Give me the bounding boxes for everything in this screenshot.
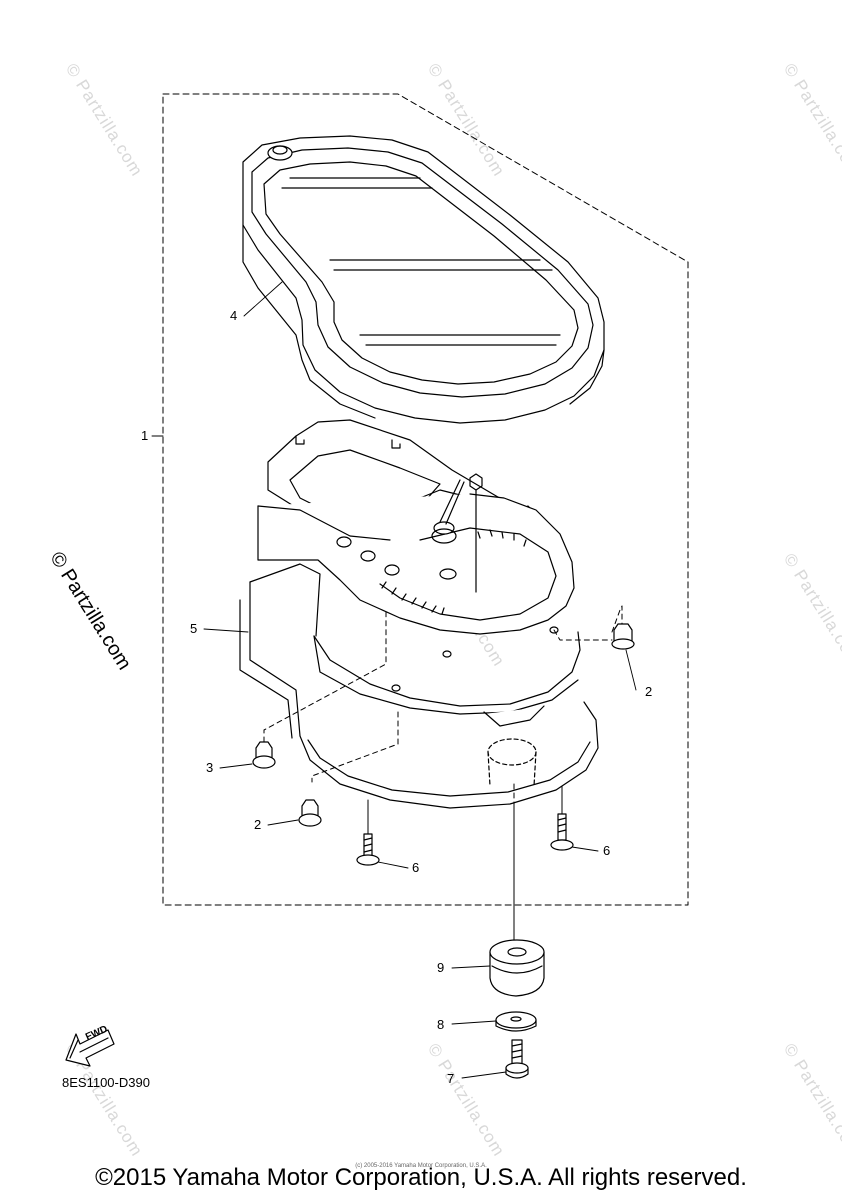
alignment-lines [263,605,623,805]
damper-nut-part [252,623,635,827]
callout-6: 6 [412,860,420,875]
callout-6: 6 [603,843,611,858]
collar-part [495,1011,537,1032]
callout-9: 9 [437,960,445,975]
bolt-part [505,1039,529,1079]
callout-4: 4 [230,308,238,323]
callout-5: 5 [190,621,198,636]
assembly-boundary [162,93,689,906]
small-copyright: (c) 2005-2016 Yamaha Motor Corporation, … [355,1163,487,1169]
grommet-part [489,939,545,997]
callout-2: 2 [254,817,262,832]
leader-lines [151,281,637,1079]
callout-7: 7 [447,1071,455,1086]
callout-3: 3 [206,760,214,775]
callout-8: 8 [437,1017,445,1032]
copyright-footer: ©2015 Yamaha Motor Corporation, U.S.A. A… [95,1164,747,1191]
callout-1: 1 [141,428,149,443]
diagram-code: 8ES1100-D390 [62,1075,150,1090]
meter-assembly-part [239,419,599,809]
fwd-arrow-icon [65,1029,115,1067]
screw-part [356,813,574,866]
callout-2: 2 [645,684,653,699]
meter-cover-part [242,135,605,424]
